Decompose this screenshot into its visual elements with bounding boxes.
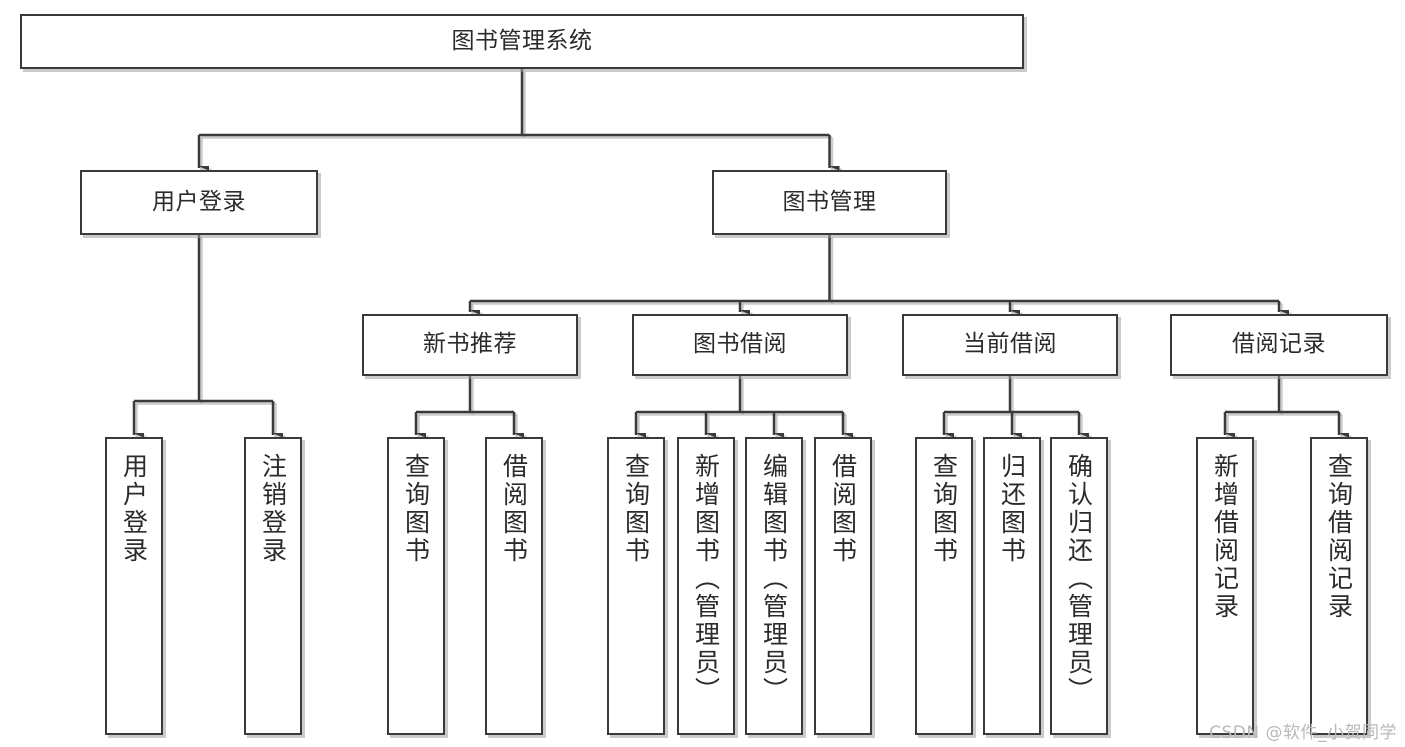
node-leaf-return-book[interactable]: 归还图书 — [983, 437, 1041, 735]
node-leaf-query-book-3-label: 查询图书 — [929, 453, 959, 565]
node-leaf-user-login[interactable]: 用户登录 — [105, 437, 163, 735]
node-leaf-borrow-book-2[interactable]: 借阅图书 — [814, 437, 872, 735]
node-leaf-query-book-3[interactable]: 查询图书 — [915, 437, 973, 735]
node-user-login[interactable]: 用户登录 — [80, 170, 318, 235]
node-leaf-borrow-book-1-label: 借阅图书 — [499, 453, 529, 565]
node-leaf-query-record[interactable]: 查询借阅记录 — [1310, 437, 1368, 735]
node-leaf-logout-label: 注销登录 — [258, 453, 288, 565]
node-leaf-add-book-label: 新增图书（管理员） — [691, 453, 721, 705]
node-borrow-record[interactable]: 借阅记录 — [1170, 314, 1388, 376]
node-new-book-rec[interactable]: 新书推荐 — [362, 314, 578, 376]
node-leaf-user-login-label: 用户登录 — [119, 453, 149, 565]
node-leaf-add-book[interactable]: 新增图书（管理员） — [677, 437, 735, 735]
node-leaf-return-book-label: 归还图书 — [997, 453, 1027, 565]
node-book-manage-label: 图书管理 — [782, 188, 877, 215]
node-leaf-logout[interactable]: 注销登录 — [244, 437, 302, 735]
node-leaf-confirm-return-label: 确认归还（管理员） — [1064, 453, 1094, 705]
node-leaf-add-record-label: 新增借阅记录 — [1210, 453, 1240, 621]
node-leaf-borrow-book-1[interactable]: 借阅图书 — [485, 437, 543, 735]
node-leaf-edit-book-label: 编辑图书（管理员） — [759, 453, 789, 705]
node-user-login-label: 用户登录 — [152, 188, 246, 215]
node-root-label: 图书管理系统 — [451, 27, 593, 54]
node-leaf-query-record-label: 查询借阅记录 — [1324, 453, 1354, 621]
node-leaf-query-book-1[interactable]: 查询图书 — [387, 437, 445, 735]
node-leaf-confirm-return[interactable]: 确认归还（管理员） — [1050, 437, 1108, 735]
node-current-borrow[interactable]: 当前借阅 — [902, 314, 1118, 376]
node-leaf-borrow-book-2-label: 借阅图书 — [828, 453, 858, 565]
node-book-manage[interactable]: 图书管理 — [712, 170, 947, 235]
node-borrow-record-label: 借阅记录 — [1232, 331, 1326, 358]
node-leaf-add-record[interactable]: 新增借阅记录 — [1196, 437, 1254, 735]
node-leaf-edit-book[interactable]: 编辑图书（管理员） — [745, 437, 803, 735]
node-current-borrow-label: 当前借阅 — [963, 331, 1057, 358]
node-book-borrow[interactable]: 图书借阅 — [632, 314, 848, 376]
node-leaf-query-book-2[interactable]: 查询图书 — [607, 437, 665, 735]
node-book-borrow-label: 图书借阅 — [693, 331, 787, 358]
node-leaf-query-book-1-label: 查询图书 — [401, 453, 431, 565]
node-new-book-rec-label: 新书推荐 — [423, 331, 517, 358]
node-leaf-query-book-2-label: 查询图书 — [621, 453, 651, 565]
node-root[interactable]: 图书管理系统 — [20, 14, 1024, 69]
watermark: CSDN @软件_小贺同学 — [1209, 723, 1397, 743]
